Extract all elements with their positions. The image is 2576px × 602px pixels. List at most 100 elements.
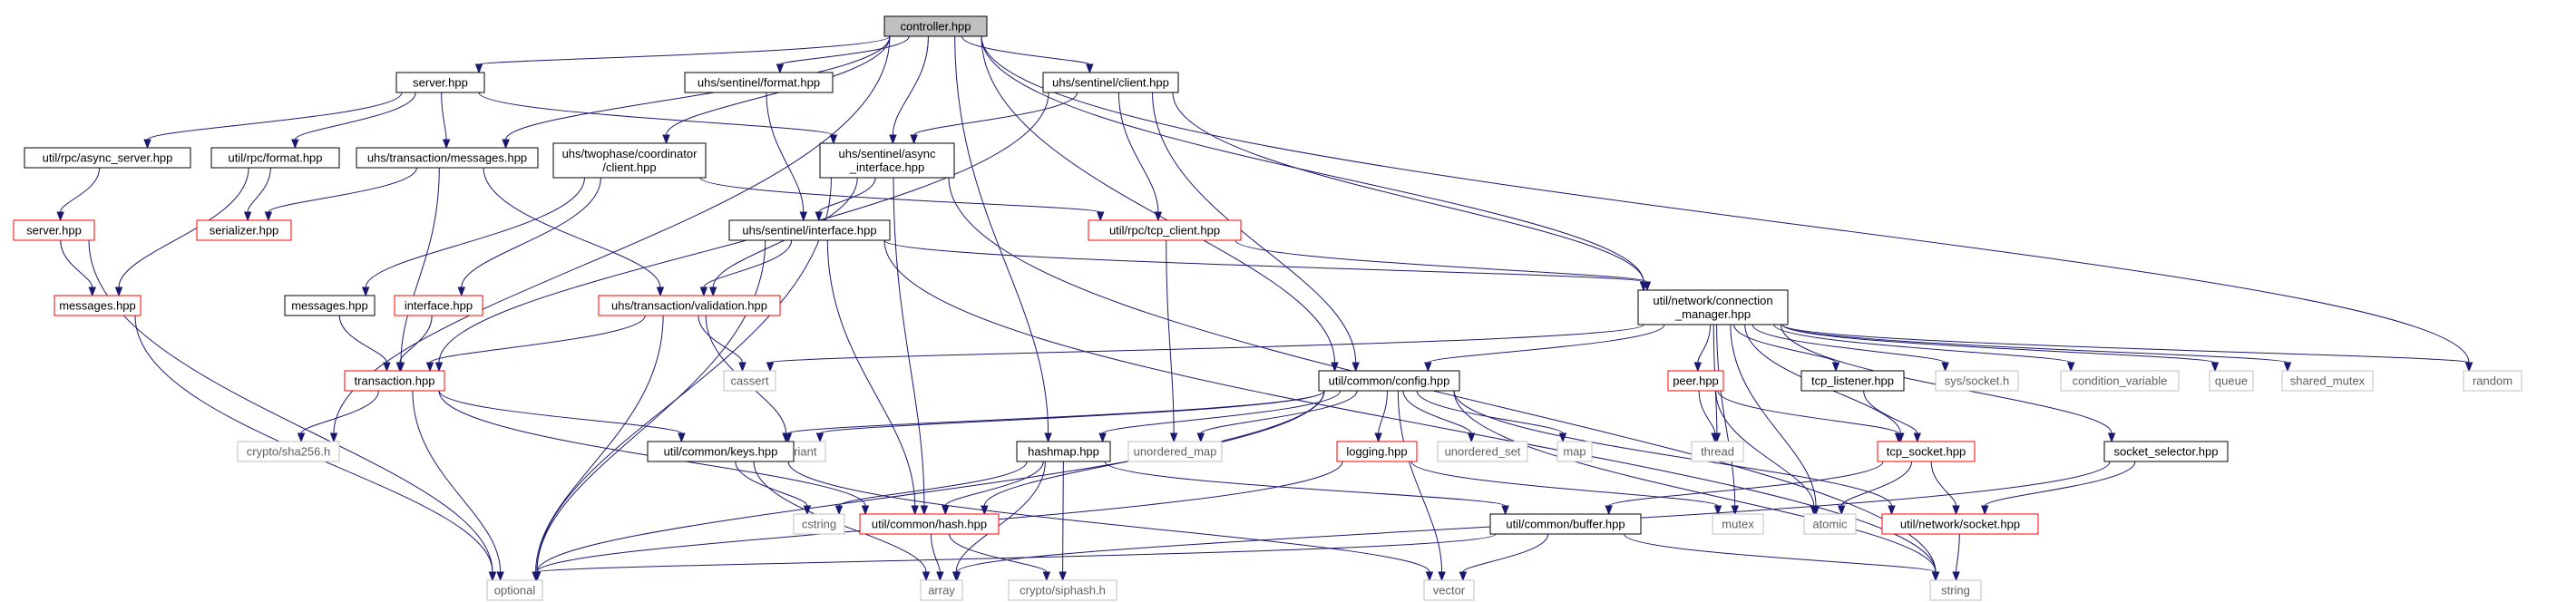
node-server-hpp[interactable]: server.hpp [395,72,485,93]
node-label: uhs/twophase/coordinator [562,147,698,160]
node-hashmap[interactable]: hashmap.hpp [1016,441,1111,462]
edge-transaction-to-keys [438,390,686,443]
node-box [1800,370,1905,392]
node-label: random [2473,374,2513,388]
node-validation[interactable]: uhs/transaction/validation.hpp [598,295,781,316]
node-box [1489,513,1642,535]
node-config[interactable]: util/common/config.hpp [1318,370,1460,392]
edge-controller-to-hashmap [954,35,1052,443]
node-buffer[interactable]: util/common/buffer.hpp [1489,513,1642,535]
node-label: _manager.hpp [1674,307,1751,321]
node-rpc-format[interactable]: util/rpc/format.hpp [210,147,340,169]
node-serializer[interactable]: serializer.hpp [196,219,292,241]
node-cassert[interactable]: cassert [723,370,776,392]
node-server-hpp2[interactable]: server.hpp [13,219,95,241]
node-box [344,370,445,392]
node-controller[interactable]: controller.hpp [883,15,988,37]
node-sentinel-format[interactable]: uhs/sentinel/format.hpp [684,72,834,93]
node-hash[interactable]: util/common/hash.hpp [859,513,1000,535]
node-twophase-client[interactable]: uhs/twophase/coordinator/client.hpp [552,142,707,179]
node-messages-plain[interactable]: messages.hpp [284,295,376,316]
node-net-socket[interactable]: util/network/socket.hpp [1881,513,2039,535]
node-label: uhs/sentinel/async [839,147,936,160]
edge-buffer-to-optional [532,533,1497,582]
node-sentinel-interface[interactable]: uhs/sentinel/interface.hpp [728,219,891,241]
node-box [1881,513,2039,535]
edge-config-to-keys [784,390,1325,443]
node-optional[interactable]: optional [486,579,543,601]
node-string[interactable]: string [1929,579,1982,601]
node-unordered-set[interactable]: unordered_set [1437,441,1528,462]
node-tcp-client[interactable]: util/rpc/tcp_client.hpp [1088,219,1242,241]
node-label: unordered_set [1445,445,1521,459]
edge-server_hpp2-to-messages_red [60,239,96,297]
edge-socket_selector-to-net_socket [1981,461,2136,516]
edge-sentinel_interface-to-hash [826,239,919,516]
node-conn-manager[interactable]: util/network/connection_manager.hpp [1637,289,1789,325]
node-peer[interactable]: peer.hpp [1667,370,1724,392]
node-random[interactable]: random [2463,370,2522,392]
node-transaction[interactable]: transaction.hpp [344,370,445,392]
edge-buffer-to-vector [1459,533,1549,582]
node-queue[interactable]: queue [2209,370,2254,392]
node-label: queue [2215,374,2248,388]
node-interface-red[interactable]: interface.hpp [394,295,483,316]
node-box [356,147,539,169]
node-siphash[interactable]: crypto/siphash.h [1008,579,1117,601]
node-socket-selector[interactable]: socket_selector.hpp [2103,441,2229,462]
edge-controller-to-async_interface [889,35,929,145]
node-box [1437,441,1528,462]
node-label: optional [494,584,536,597]
node-box [728,219,891,241]
node-label: string [1941,584,1970,597]
node-unordered-map[interactable]: unordered_map [1127,441,1223,462]
node-tx-messages[interactable]: uhs/transaction/messages.hpp [356,147,539,169]
node-tcp-listener[interactable]: tcp_listener.hpp [1800,370,1905,392]
edge-rpc_format-to-messages_red [114,167,249,297]
node-label: util/common/hash.hpp [872,518,987,531]
node-box [598,295,781,316]
node-async-interface[interactable]: uhs/sentinel/async_interface.hpp [819,142,955,179]
edge-config-to-logging [1374,390,1388,443]
node-keys[interactable]: util/common/keys.hpp [647,441,795,462]
node-box [723,370,776,392]
node-mutex[interactable]: mutex [1712,513,1764,535]
edge-transaction-to-optional [412,390,504,582]
node-box [2103,441,2229,462]
edge-conn_manager-to-config [1424,324,1665,373]
node-logging[interactable]: logging.hpp [1336,441,1418,462]
node-label: tcp_listener.hpp [1811,374,1894,388]
node-box [1008,579,1117,601]
node-label: map [1563,445,1586,459]
node-sys-socket[interactable]: sys/socket.h [1935,370,2019,392]
node-sha256[interactable]: crypto/sha256.h [237,441,340,462]
node-label: shared_mutex [2290,374,2366,388]
edge-config-to-optional [532,390,1325,582]
node-condition-variable[interactable]: condition_variable [2060,370,2180,392]
node-shared-mutex[interactable]: shared_mutex [2281,370,2374,392]
node-array[interactable]: array [920,579,963,601]
node-label: interface.hpp [405,299,473,313]
node-sentinel-client[interactable]: uhs/sentinel/client.hpp [1042,72,1179,93]
edge-hashmap-to-siphash [1059,461,1067,582]
node-cstring[interactable]: cstring [793,513,845,535]
node-tcp-socket[interactable]: tcp_socket.hpp [1877,441,1976,462]
node-label: condition_variable [2073,374,2168,388]
edge-conn_manager-to-sys_socket [1751,324,1949,373]
edge-buffer-to-string [1624,533,1940,582]
node-vector[interactable]: vector [1423,579,1475,601]
node-thread[interactable]: thread [1691,441,1744,462]
edge-sentinel_interface-to-validation [699,239,793,297]
edge-hash-to-array [931,533,944,582]
node-atomic[interactable]: atomic [1803,513,1857,535]
node-label: server.hpp [26,224,82,238]
node-map[interactable]: map [1556,441,1593,462]
edge-config-to-unordered_map [1196,390,1358,443]
node-label: logging.hpp [1346,445,1407,459]
node-layer: controller.hpp server.hpp uhs/sentinel/for… [13,15,2522,601]
node-messages-red[interactable]: messages.hpp [54,295,141,316]
node-async-server[interactable]: util/rpc/async_server.hpp [24,147,191,169]
node-label: uhs/sentinel/format.hpp [698,76,820,90]
